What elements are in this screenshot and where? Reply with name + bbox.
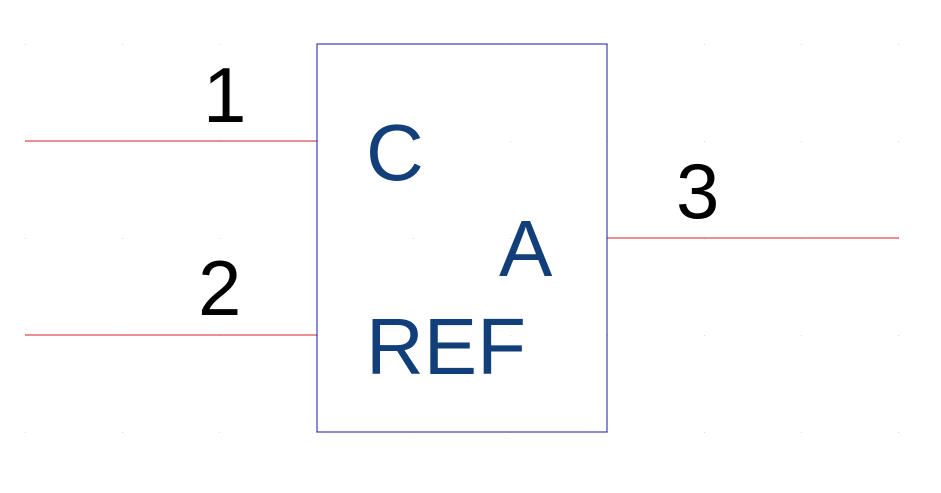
grid-dot <box>219 238 220 239</box>
grid-dot <box>704 44 705 45</box>
grid-dot <box>801 44 802 45</box>
grid-dot <box>413 335 414 336</box>
pin-1-number: 1 <box>203 51 246 139</box>
grid-dot <box>413 238 414 239</box>
grid-dot <box>801 335 802 336</box>
grid-dot <box>801 432 802 433</box>
grid-dot <box>801 141 802 142</box>
grid-dot <box>898 335 899 336</box>
grid-dot <box>898 432 899 433</box>
pin-3-number: 3 <box>676 147 719 235</box>
grid-dot <box>413 141 414 142</box>
grid-dot <box>122 44 123 45</box>
grid-dot <box>122 432 123 433</box>
grid-dot <box>219 432 220 433</box>
grid-dot <box>704 432 705 433</box>
grid-dot <box>510 335 511 336</box>
pin-3-name: A <box>499 204 553 293</box>
grid-dot <box>510 141 511 142</box>
grid-dot <box>25 44 26 45</box>
grid-dot <box>25 432 26 433</box>
grid-dot <box>219 44 220 45</box>
grid-dot <box>704 335 705 336</box>
pin-2-name: REF <box>366 302 526 391</box>
pin-1-name: C <box>366 108 424 197</box>
pin-2-number: 2 <box>198 244 241 332</box>
component-body[interactable] <box>316 43 608 433</box>
grid-dot <box>898 44 899 45</box>
grid-dot <box>122 238 123 239</box>
grid-dot <box>898 141 899 142</box>
grid-dot <box>510 238 511 239</box>
grid-dot <box>25 238 26 239</box>
grid-dot <box>704 141 705 142</box>
